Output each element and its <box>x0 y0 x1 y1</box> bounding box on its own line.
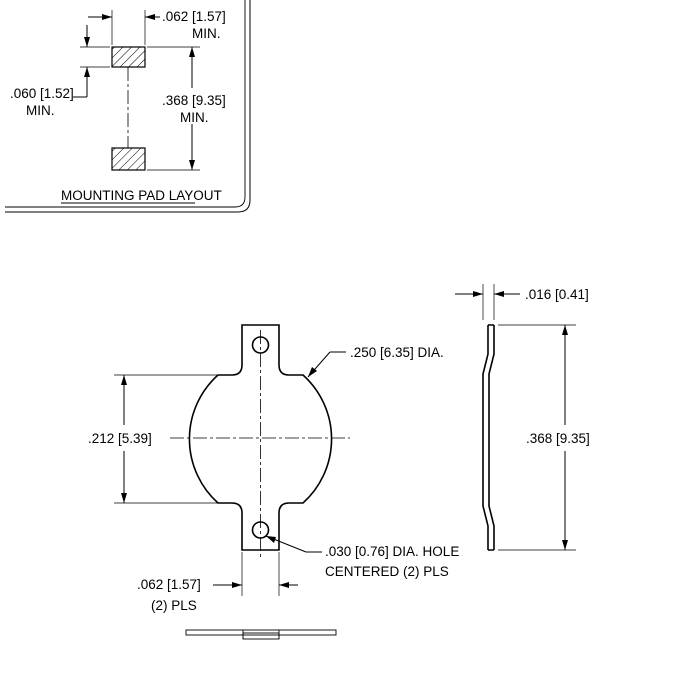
pad-gap-dimension <box>73 25 110 98</box>
thickness-label: .016 [0.41] <box>525 287 589 302</box>
pad-gap-min-label: MIN. <box>26 103 55 118</box>
clip-width-dimension <box>114 374 228 504</box>
mounting-pad-bottom <box>111 147 146 171</box>
side-height-dimension <box>498 324 576 551</box>
hole-note-label: CENTERED (2) PLS <box>325 564 449 579</box>
mounting-pad-top <box>111 46 146 68</box>
radius-label: .250 [6.35] DIA. <box>350 345 444 360</box>
clip-edge-view <box>185 629 337 640</box>
thickness-dimension <box>455 284 520 320</box>
hole-label: .030 [0.76] DIA. HOLE <box>325 544 459 559</box>
tab-width-label: .062 [1.57] <box>137 577 201 592</box>
pad-length-label: .062 [1.57] <box>162 9 226 24</box>
pad-spacing-label: .368 [9.35] <box>162 93 226 108</box>
pad-layout-title: MOUNTING PAD LAYOUT <box>61 188 222 203</box>
pad-gap-label: .060 [1.52] <box>10 86 74 101</box>
clip-outline <box>188 324 333 551</box>
tab-width-dimension <box>213 552 298 596</box>
pad-length-min-label: MIN. <box>192 26 221 41</box>
side-height-label: .368 [9.35] <box>526 431 590 446</box>
clip-width-label: .212 [5.39] <box>88 431 152 446</box>
pad-layout-frame <box>5 0 251 213</box>
clip-side-profile <box>482 324 495 551</box>
tab-width-note-label: (2) PLS <box>151 598 197 613</box>
pad-length-dimension <box>88 10 160 45</box>
radius-leader <box>307 351 346 378</box>
pad-spacing-dimension <box>147 46 200 171</box>
hole-leader <box>265 535 322 553</box>
pad-spacing-min-label: MIN. <box>180 110 209 125</box>
